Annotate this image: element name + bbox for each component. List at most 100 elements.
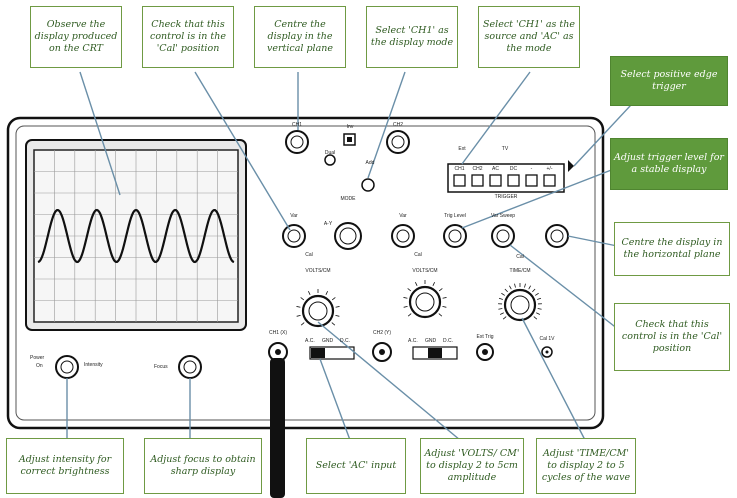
ch2-position-knob-center xyxy=(391,135,405,149)
callout-select-ac: Select 'AC' input xyxy=(306,438,406,494)
callout-centre-vertical: Centre the display in the vertical plane xyxy=(254,6,346,68)
add-label: Add xyxy=(365,160,375,166)
trigger-level-knob-center xyxy=(448,229,462,243)
dial-tick xyxy=(514,283,516,288)
mode-selector-knob-center xyxy=(339,227,357,245)
ch1-cal-label: Cal xyxy=(305,252,313,258)
callout-volts-cm: Adjust 'VOLTS/ CM' to display 2 to 5cm a… xyxy=(420,438,524,494)
dial-tick xyxy=(296,306,301,308)
ch1-coupling-slider xyxy=(311,348,325,358)
ch2-dc-label: D.C. xyxy=(443,338,453,344)
trigger-button[interactable] xyxy=(489,174,502,187)
callout-trigger-level: Adjust trigger level for a stable displa… xyxy=(610,138,728,190)
dial-tick xyxy=(438,313,443,317)
dial-tick xyxy=(335,306,340,308)
power-label: Power xyxy=(30,355,45,361)
ch1-volts-cm-label: VOLTS/CM xyxy=(305,268,331,274)
var-sweep-knob-center xyxy=(496,229,510,243)
ch1-ac-label: A.C. xyxy=(305,338,315,344)
ch1-position-knob-center xyxy=(290,135,304,149)
ch2-coupling-slider xyxy=(428,348,442,358)
sweep-cal-label: Cal xyxy=(516,254,524,260)
pointer-select-ch1-mode xyxy=(367,71,406,179)
dial-tick xyxy=(335,314,340,317)
callout-select-ch1-source: Select 'CH1' as the source and 'AC' as t… xyxy=(478,6,580,68)
trigger-button[interactable] xyxy=(453,174,466,187)
positive-edge-indicator xyxy=(568,160,574,172)
dial-tick xyxy=(502,316,507,320)
callout-select-ch1-mode: Select 'CH1' as the display mode xyxy=(366,6,458,68)
callout-observe-display: Observe the display produced on the CRT xyxy=(30,6,122,68)
dial-tick xyxy=(407,313,412,317)
ch2-ac-label: A.C. xyxy=(408,338,418,344)
oscilloscope-front-panel xyxy=(15,125,596,421)
intensity-knob-center xyxy=(60,360,74,374)
dial-tick xyxy=(407,288,412,292)
cal-1v-label: Cal 1V xyxy=(539,336,555,342)
ch2-var-label: Var xyxy=(399,213,407,219)
dial-tick xyxy=(499,312,504,315)
dial-tick xyxy=(331,297,336,301)
callout-intensity: Adjust intensity for correct brightness xyxy=(6,438,124,494)
trig-level-label: Trig Level xyxy=(444,213,466,219)
callout-time-cm: Adjust 'TIME/CM' to display 2 to 5 cycle… xyxy=(536,438,636,494)
trigger-button[interactable] xyxy=(507,174,520,187)
dial-tick xyxy=(300,322,305,326)
mode-switch[interactable] xyxy=(361,178,375,192)
callout-centre-horizontal: Centre the display in the horizontal pla… xyxy=(614,222,730,276)
focus-label: Focus xyxy=(154,364,168,370)
dial-tick xyxy=(325,291,329,295)
dial-tick xyxy=(532,288,536,293)
dial-tick xyxy=(533,316,538,320)
inv-label: Inv xyxy=(346,124,354,130)
dial-tick xyxy=(296,314,301,317)
tv-label: TV xyxy=(501,146,509,152)
time-cm-label: TIME/CM xyxy=(509,268,531,274)
trigger-button-label: CH1 xyxy=(454,166,465,172)
ch1-dc-label: D.C. xyxy=(340,338,350,344)
focus-knob-center xyxy=(183,360,197,374)
inv-button-inner xyxy=(347,137,352,142)
ch2-volts-cm-label: VOLTS/CM xyxy=(412,268,438,274)
ch2-label: CH2 xyxy=(392,122,404,128)
var-sweep-label: Var Sweep xyxy=(490,213,516,219)
pointer-time xyxy=(521,317,586,441)
callout-check-cal-right: Check that this control is in the 'Cal' … xyxy=(614,303,730,371)
pointer-check-cal-right xyxy=(509,244,633,341)
dual-switch[interactable] xyxy=(324,154,336,166)
time-cm-dial-marks xyxy=(498,283,542,320)
dial-tick xyxy=(442,305,447,308)
trigger-button-label: DC xyxy=(509,166,518,172)
dial-tick xyxy=(403,297,408,299)
time-cm-knob-center xyxy=(510,295,530,315)
dial-tick xyxy=(331,322,336,326)
trigger-button[interactable] xyxy=(471,174,484,187)
dial-tick xyxy=(501,292,505,296)
dial-tick xyxy=(537,297,542,300)
pointer-check-cal-top xyxy=(194,71,291,231)
trigger-label: TRIGGER xyxy=(494,194,518,200)
ch1-volts-cm-dial-marks xyxy=(296,289,340,326)
ch1-input-pin xyxy=(275,349,281,355)
mode-label: MODE xyxy=(340,196,356,202)
dial-tick xyxy=(300,297,305,301)
displayed-waveform xyxy=(37,208,235,264)
dial-tick xyxy=(509,285,512,290)
trigger-button-label: AC xyxy=(492,166,499,172)
dial-tick xyxy=(535,292,539,296)
callout-positive-edge: Select positive edge trigger xyxy=(610,56,728,106)
dial-tick xyxy=(442,297,447,299)
ch1-volts-cm-knob-center xyxy=(308,301,328,321)
probe-cable xyxy=(270,358,285,498)
ch2-input-pin xyxy=(379,349,385,355)
intensity-label: Intensity xyxy=(84,362,103,368)
dial-tick xyxy=(537,308,542,310)
pointer-volts xyxy=(317,321,461,441)
ch2-gnd-label: GND xyxy=(425,338,437,344)
ext-trig-label: Ext Trig xyxy=(476,334,494,340)
pointer-observe xyxy=(79,71,121,196)
trigger-button[interactable] xyxy=(525,174,538,187)
trigger-button[interactable] xyxy=(543,174,556,187)
dial-tick xyxy=(498,308,503,310)
callout-check-cal-top: Check that this control is in the 'Cal' … xyxy=(142,6,234,68)
